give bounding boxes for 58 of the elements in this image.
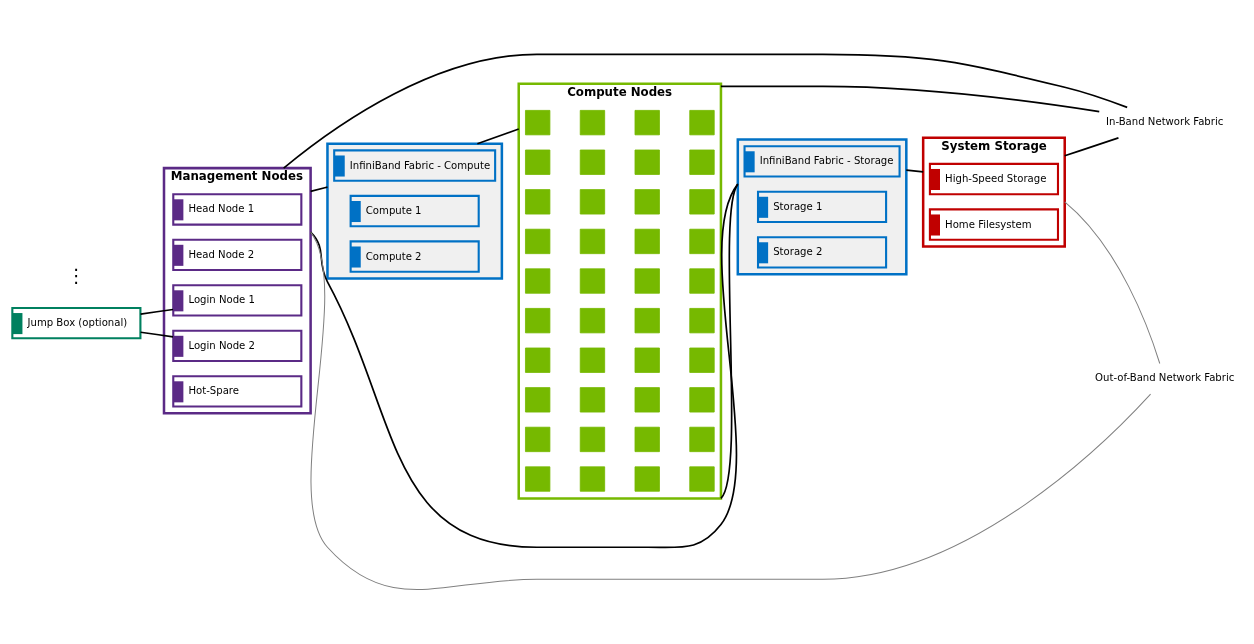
connector <box>309 183 739 549</box>
node-box <box>579 426 606 453</box>
node-box <box>634 347 660 373</box>
node-box <box>525 347 551 373</box>
node-box <box>634 110 660 136</box>
node-box <box>689 189 715 215</box>
node-text: Out-of-Band Network Fabric <box>1095 372 1235 384</box>
node-box <box>579 387 606 413</box>
connector <box>476 128 520 145</box>
connector <box>720 183 739 500</box>
node-box <box>689 466 715 492</box>
node-box <box>579 149 606 175</box>
connector <box>1063 137 1120 157</box>
node-box <box>689 268 715 294</box>
node-box <box>689 387 715 413</box>
node-box <box>634 308 660 334</box>
cluster <box>736 138 908 276</box>
node-box <box>525 110 551 136</box>
node-box <box>579 347 606 373</box>
node-box <box>579 268 606 294</box>
node-box <box>634 268 660 294</box>
node-box <box>579 110 606 136</box>
cluster <box>326 142 504 280</box>
node-box <box>525 466 551 492</box>
cluster: Compute Nodes <box>517 82 723 500</box>
connector <box>720 85 1101 113</box>
node-box <box>579 228 606 255</box>
connector <box>1064 201 1161 364</box>
connector <box>309 186 329 193</box>
node-box <box>689 347 715 373</box>
node-box <box>579 189 606 215</box>
node-box <box>689 426 715 453</box>
node-box <box>525 189 551 215</box>
node-box <box>525 228 551 255</box>
node-box <box>634 426 660 453</box>
node-box <box>525 268 551 294</box>
node-box <box>579 308 606 334</box>
node-box <box>634 387 660 413</box>
connector <box>282 53 1128 169</box>
node-box <box>634 149 660 175</box>
node-box <box>634 228 660 255</box>
node-box <box>525 149 551 175</box>
node-box <box>689 228 715 255</box>
node-box <box>689 149 715 175</box>
node-box <box>525 308 551 334</box>
connector <box>905 169 924 173</box>
connector <box>139 331 174 338</box>
node-box <box>634 189 660 215</box>
node-text: In-Band Network Fabric <box>1106 116 1224 128</box>
node-box <box>689 110 715 136</box>
node-box <box>525 387 551 413</box>
label: ⋮ <box>67 265 86 287</box>
connector <box>139 308 174 315</box>
node-box <box>525 426 551 453</box>
node-box <box>689 308 715 334</box>
connector <box>310 231 1152 590</box>
node-box <box>634 466 660 492</box>
node-box <box>579 466 606 492</box>
